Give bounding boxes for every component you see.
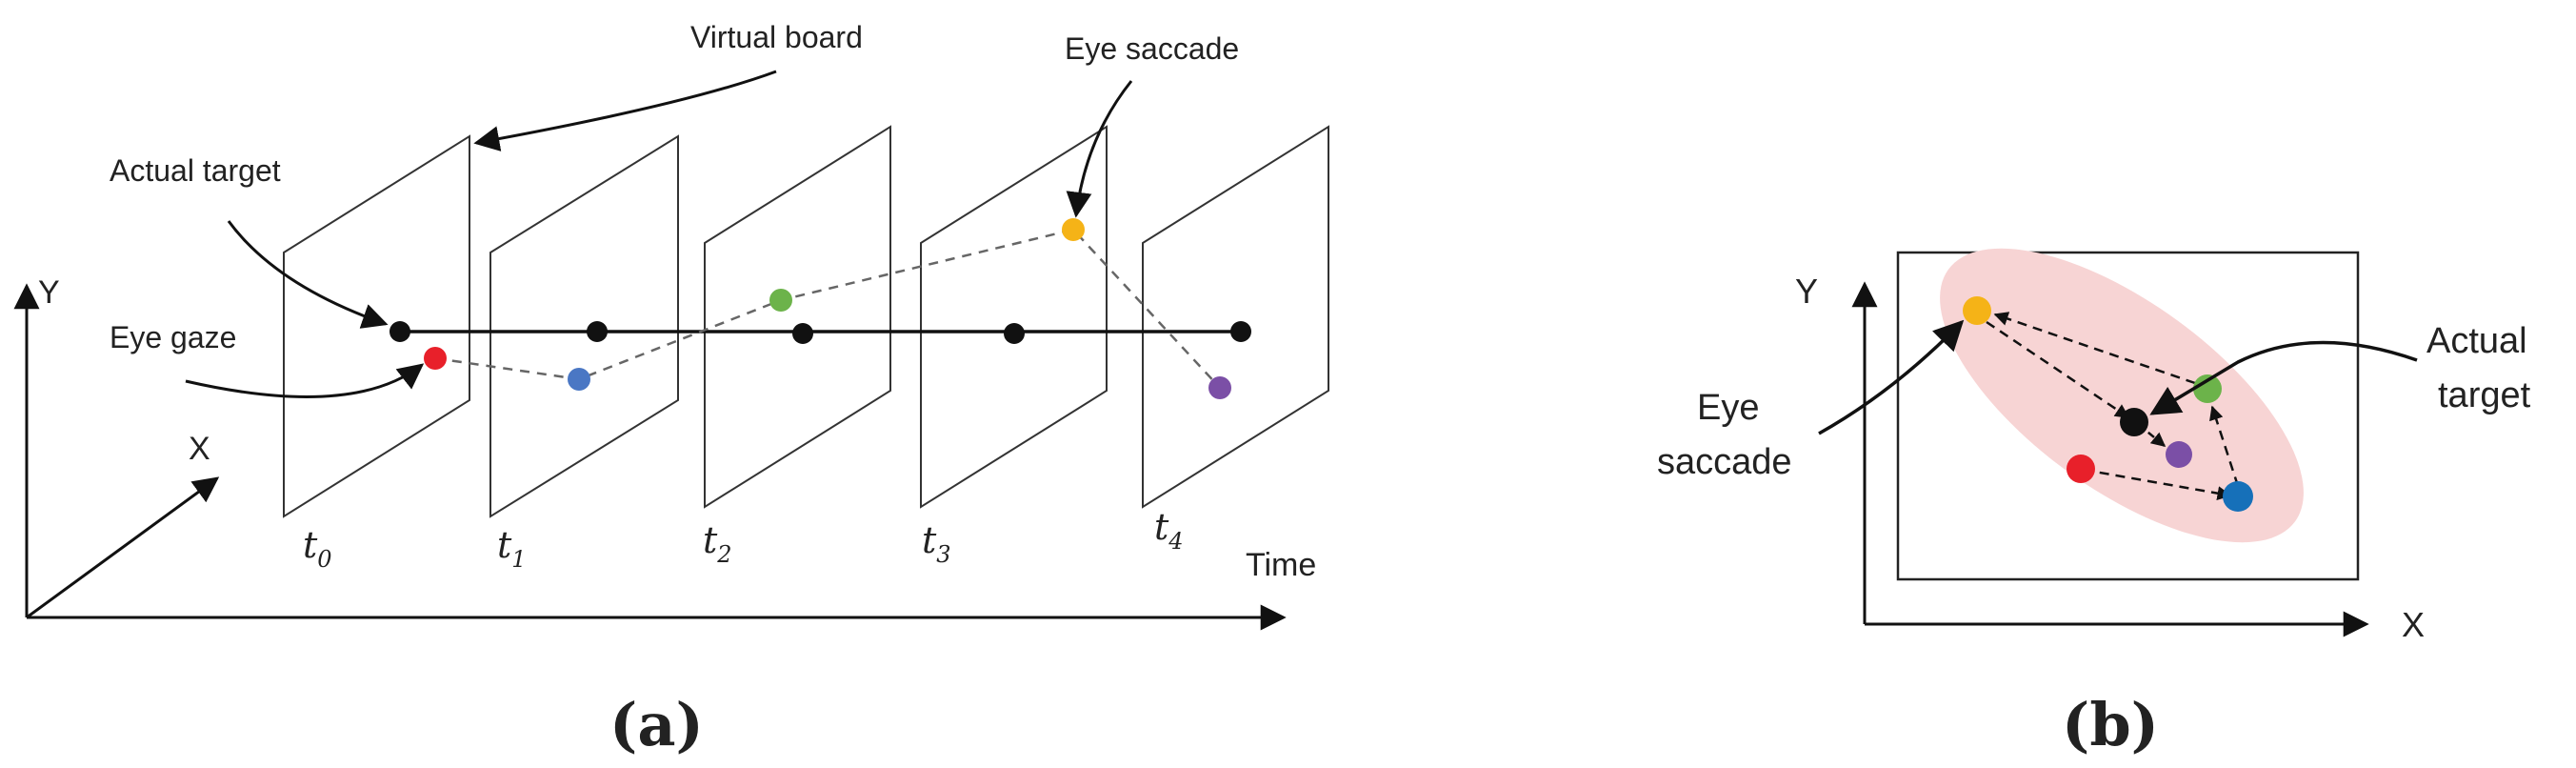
label-eye-gaze: Eye gaze [110,320,236,354]
point-b-red [2067,455,2095,483]
label-actual-target: Actual target [110,153,281,188]
eye-gaze-path [434,228,1221,389]
panel-b-x-label: X [2402,605,2425,644]
point-b-purple [2166,441,2192,468]
traj-green-to-yellow [1993,312,2196,385]
gaze-point-yellow [1062,218,1085,241]
panel-a-x-axis [26,476,220,619]
target-point-t0 [389,321,410,342]
arrow-eye-saccade-a [1066,80,1133,218]
label-actual-target-b-line1: Actual [2426,321,2527,361]
target-point-t4 [1230,321,1251,342]
target-point-t1 [587,321,608,342]
virtual-board-t1 [489,134,679,518]
gaze-spread-ellipse [1940,248,2304,543]
caption-b: (b) [2062,690,2159,759]
caption-a: (a) [609,690,704,759]
virtual-board-t2 [704,125,891,509]
point-b-black [2120,408,2148,436]
arrow-virtual-board [473,70,777,152]
virtual-board-t4 [1142,125,1329,509]
time-label-t2: t2 [703,519,732,568]
arrow-actual-target [227,220,389,329]
time-label-t1: t1 [497,524,527,573]
target-point-t3 [1004,323,1025,344]
panel-a: Y X Time t0 t1 t2 t3 t4 Virtual board [13,20,1329,759]
label-virtual-board: Virtual board [690,20,863,54]
arrow-actual-target-b [2149,340,2418,415]
gaze-point-green [769,289,792,312]
panel-b: Y X Eye saccade Actual target (b) [1657,248,2531,759]
gaze-point-purple [1208,376,1231,399]
label-eye-saccade-b-line1: Eye [1697,388,1759,428]
arrow-eye-saccade-b [1818,319,1965,435]
time-label-t4: t4 [1154,506,1184,555]
traj-red-to-blue [2083,468,2232,501]
gaze-point-blue [568,368,590,391]
panel-b-y-label: Y [1795,272,1818,311]
label-eye-saccade-b-line2: saccade [1657,442,1792,482]
virtual-board-t3 [920,125,1108,509]
label-actual-target-b-line2: target [2438,375,2531,415]
arrow-eye-gaze [185,363,425,398]
panel-b-frame [1896,251,2360,581]
panel-a-time-label: Time [1246,547,1316,583]
point-b-blue [2223,481,2253,512]
traj-blue-to-green [2209,405,2240,487]
target-point-t2 [792,323,813,344]
traj-yellow-to-black [1986,320,2130,419]
panel-a-y-label: Y [38,274,60,311]
gaze-point-red [424,347,447,370]
point-b-yellow [1963,296,1991,325]
virtual-board-t0 [283,134,470,518]
time-label-t0: t0 [303,524,332,573]
point-b-green [2193,374,2222,403]
label-eye-saccade-a: Eye saccade [1065,31,1239,66]
panel-a-x-label: X [189,431,210,467]
time-label-t3: t3 [922,519,951,568]
